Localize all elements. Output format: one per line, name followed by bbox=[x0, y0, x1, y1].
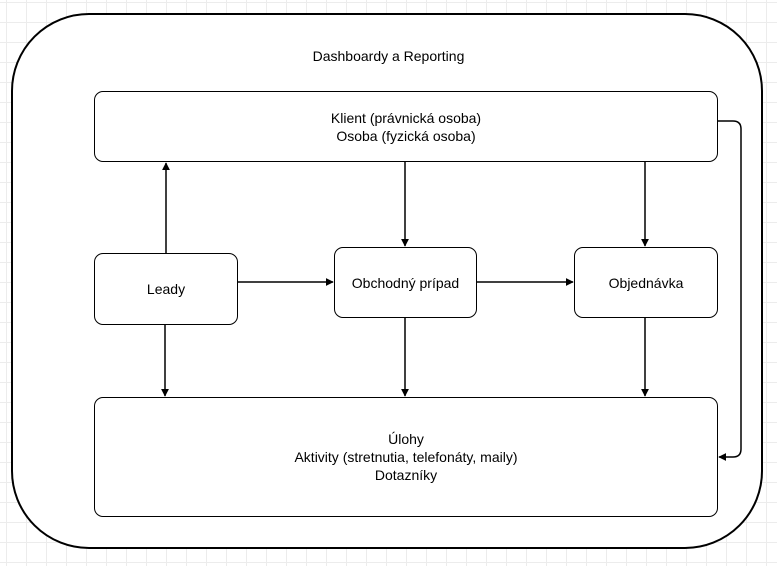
client-box[interactable]: Klient (právnická osoba) Osoba (fyzická … bbox=[94, 91, 718, 162]
deal-box[interactable]: Obchodný prípad bbox=[334, 247, 477, 318]
order-box[interactable]: Objednávka bbox=[574, 247, 718, 318]
leads-box-label: Leady bbox=[146, 281, 186, 297]
deal-box-label: Obchodný prípad bbox=[351, 274, 460, 291]
container-title: Dashboardy a Reporting bbox=[312, 48, 465, 64]
leads-box[interactable]: Leady bbox=[94, 253, 238, 325]
tasks-box-line: Aktivity (stretnutia, telefonáty, maily) bbox=[294, 449, 518, 465]
tasks-box[interactable]: Úlohy Aktivity (stretnutia, telefonáty, … bbox=[94, 397, 718, 517]
client-box-line: Klient (právnická osoba) bbox=[330, 109, 482, 126]
tasks-box-line: Úlohy bbox=[388, 431, 424, 447]
client-box-line: Osoba (fyzická osoba) bbox=[336, 127, 476, 144]
order-box-label: Objednávka bbox=[608, 274, 684, 291]
tasks-box-line: Dotazníky bbox=[374, 467, 438, 483]
